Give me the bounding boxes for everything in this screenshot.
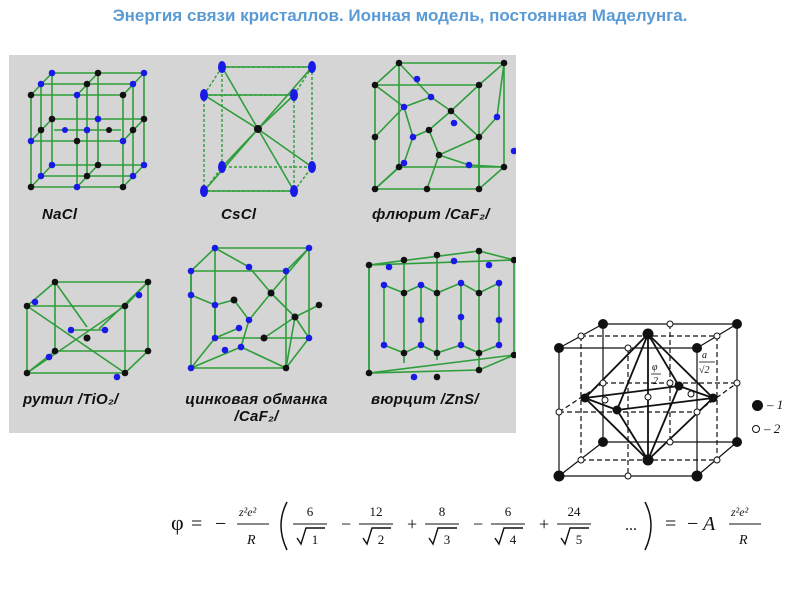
formula-term-numerator-2: 8	[439, 504, 446, 519]
formula-term-sign-1: −	[341, 514, 351, 534]
legend-item-filled-text: – 1	[767, 397, 784, 412]
rutile-structure	[26, 281, 149, 374]
zinc-blende-atoms	[187, 244, 323, 372]
crystal-structures-svg	[23, 59, 516, 381]
fluorite-atoms	[371, 59, 516, 193]
octahedron-label-sqrt2: √2	[699, 365, 710, 376]
formula-denominator: R	[246, 533, 256, 548]
cscl-label: CsCl	[221, 206, 257, 223]
zinc-blende-structure	[190, 247, 320, 369]
rutile-atoms	[23, 278, 152, 381]
formula-term-root-4: 5	[576, 532, 583, 547]
formula-dots: ...	[625, 517, 637, 534]
formula-eq-2: =	[665, 513, 676, 535]
octahedron-atoms	[553, 319, 742, 482]
zinc-blende-label-line2: /CaF₂/	[234, 408, 279, 425]
formula-term-radical-4	[560, 527, 589, 546]
wurtzite-atoms	[365, 247, 516, 381]
formula-terms: 6 1 − 12 2 +8 3 − 6 4 +24 5	[293, 504, 591, 547]
wurtzite-label: вюрцит /ZnS/	[371, 391, 479, 408]
rutile-label: рутил /TiO₂/	[23, 391, 119, 408]
fluorite-label: флюрит /CaF₂/	[372, 206, 490, 223]
octahedron-label-a: a	[702, 350, 707, 361]
zinc-blende-label: цинковая обманка /CaF₂/	[169, 391, 344, 425]
formula-term-radical-2	[428, 527, 457, 546]
formula-term-radical-3	[494, 527, 523, 546]
octahedron-label-two: 2	[653, 376, 658, 387]
legend: – 1 – 2	[752, 393, 783, 441]
formula-term-radical-0	[296, 527, 325, 546]
formula-term-sign-3: −	[473, 514, 483, 534]
formula-term-sign-4: +	[539, 514, 549, 534]
formula-A: A	[701, 513, 716, 535]
formula-denominator-2: R	[738, 533, 748, 548]
formula-eq: =	[191, 513, 202, 535]
formula-term-root-2: 3	[444, 532, 451, 547]
nacl-atoms	[27, 69, 148, 191]
formula-term-radical-1	[362, 527, 391, 546]
octahedron-svg: φ 2 a √2	[553, 319, 742, 482]
madelung-formula-svg: φ = − z²e² R 61−122+83−64+245 ... = − A …	[171, 501, 761, 551]
formula-numerator: z²e²	[238, 505, 257, 519]
legend-item-open: – 2	[752, 417, 783, 441]
formula-term-root-0: 1	[312, 532, 319, 547]
octahedron-figure: φ 2 a √2	[545, 310, 750, 495]
formula-minus-2: −	[687, 513, 698, 535]
formula-phi: φ	[171, 510, 184, 535]
formula-term-numerator-0: 6	[307, 504, 314, 519]
crystal-structures-panel: NaCl CsCl флюрит /CaF₂/ рутил /TiO₂/ цин…	[9, 55, 516, 433]
formula-minus: −	[215, 513, 226, 535]
filled-atom-icon	[752, 399, 763, 411]
formula-term-root-3: 4	[510, 532, 517, 547]
octahedron-label-phi: φ	[652, 362, 658, 373]
formula-term-root-1: 2	[378, 532, 385, 547]
zinc-blende-label-line1: цинковая обманка	[185, 391, 328, 408]
cscl-atoms	[200, 61, 316, 197]
open-atom-icon	[752, 425, 760, 433]
page-title: Энергия связи кристаллов. Ионная модель,…	[112, 6, 688, 25]
legend-item-open-text: – 2	[764, 421, 781, 436]
formula-term-sign-2: +	[407, 514, 417, 534]
formula-numerator-2: z²e²	[730, 505, 749, 519]
nacl-label: NaCl	[42, 206, 78, 223]
formula-term-numerator-3: 6	[505, 504, 512, 519]
formula-term-numerator-4: 24	[568, 504, 582, 519]
fluorite-structure	[374, 62, 505, 190]
formula-term-numerator-1: 12	[370, 504, 383, 519]
legend-item-filled: – 1	[752, 393, 783, 417]
